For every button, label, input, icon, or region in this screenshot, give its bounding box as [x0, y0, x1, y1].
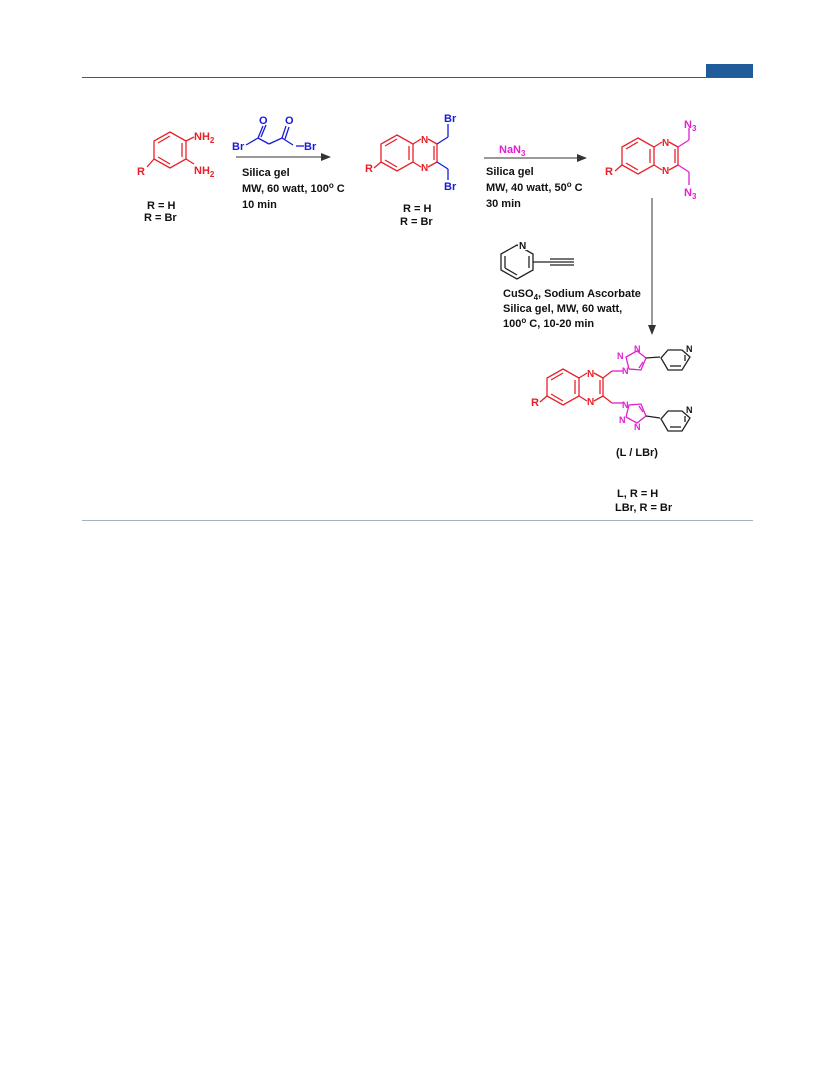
- oxygen-2: O: [285, 115, 294, 127]
- int1-n-bottom: N: [421, 163, 428, 174]
- step2-cond-1: Silica gel: [486, 166, 534, 178]
- step3-cond-2: Silica gel, MW, 60 watt,: [503, 303, 622, 315]
- dibromodione-structure: [245, 124, 294, 146]
- sm-r-br: R = Br: [144, 212, 177, 224]
- starting-material: [146, 131, 195, 169]
- step3-cond-1: CuSO4, Sodium Ascorbate: [503, 288, 641, 302]
- ethynylpyridine-structure: [500, 244, 574, 280]
- sm-r-group: R: [137, 166, 145, 178]
- int2-r-group: R: [605, 166, 613, 178]
- azide-bottom-label: N3: [684, 187, 697, 201]
- step2-cond-3: 30 min: [486, 198, 521, 210]
- triazole2-n-a: N: [622, 400, 629, 410]
- product-structure: [539, 349, 691, 432]
- step2-cond-2: MW, 40 watt, 50o C: [486, 180, 583, 194]
- int2-n-bottom: N: [662, 166, 669, 177]
- product-r-group: R: [531, 397, 539, 409]
- int1-br-top: Br: [444, 113, 457, 125]
- product-name: (L / LBr): [616, 447, 658, 459]
- amine-bottom-label: NH2: [194, 165, 215, 179]
- ethynylpyridine-n: N: [519, 241, 526, 252]
- amine-top-label: NH2: [194, 131, 215, 145]
- int1-n-top: N: [421, 135, 428, 146]
- triazole1-n-b: N: [634, 344, 641, 354]
- step3-cond-3: 100o C, 10-20 min: [503, 316, 594, 330]
- bromine-left: Br: [232, 141, 245, 153]
- oxygen-1: O: [259, 115, 268, 127]
- header-tab: [706, 64, 753, 77]
- pyridine2-n: N: [686, 405, 693, 415]
- product-def-lbr: LBr, R = Br: [615, 502, 673, 514]
- header-rule: [82, 77, 753, 78]
- step1-cond-2: MW, 60 watt, 100o C: [242, 181, 345, 195]
- triazole1-n-c: N: [622, 366, 629, 376]
- sm-r-h: R = H: [147, 200, 175, 212]
- int1-r-h: R = H: [403, 203, 431, 215]
- azide-top-label: N3: [684, 119, 697, 133]
- pyridine-n-mask: [518, 238, 528, 250]
- int1-r-br: R = Br: [400, 216, 433, 228]
- int1-br-bottom: Br: [444, 181, 457, 193]
- intermediate-2-structure: [614, 128, 690, 185]
- product-def-l: L, R = H: [617, 488, 658, 500]
- triazole2-n-c: N: [634, 422, 641, 432]
- triazole2-n-b: N: [619, 415, 626, 425]
- product-n-top: N: [587, 369, 594, 380]
- int1-r-group: R: [365, 163, 373, 175]
- triazole1-n-a: N: [617, 351, 624, 361]
- product-n-bottom: N: [587, 397, 594, 408]
- step1-cond-3: 10 min: [242, 199, 277, 211]
- int2-n-top: N: [662, 138, 669, 149]
- sodium-azide-label: NaN3: [499, 144, 526, 158]
- footer-rule: [82, 520, 753, 521]
- bromine-right: Br: [304, 141, 317, 153]
- step1-cond-1: Silica gel: [242, 167, 290, 179]
- pyridine1-n: N: [686, 344, 693, 354]
- intermediate-1-structure: [373, 124, 449, 180]
